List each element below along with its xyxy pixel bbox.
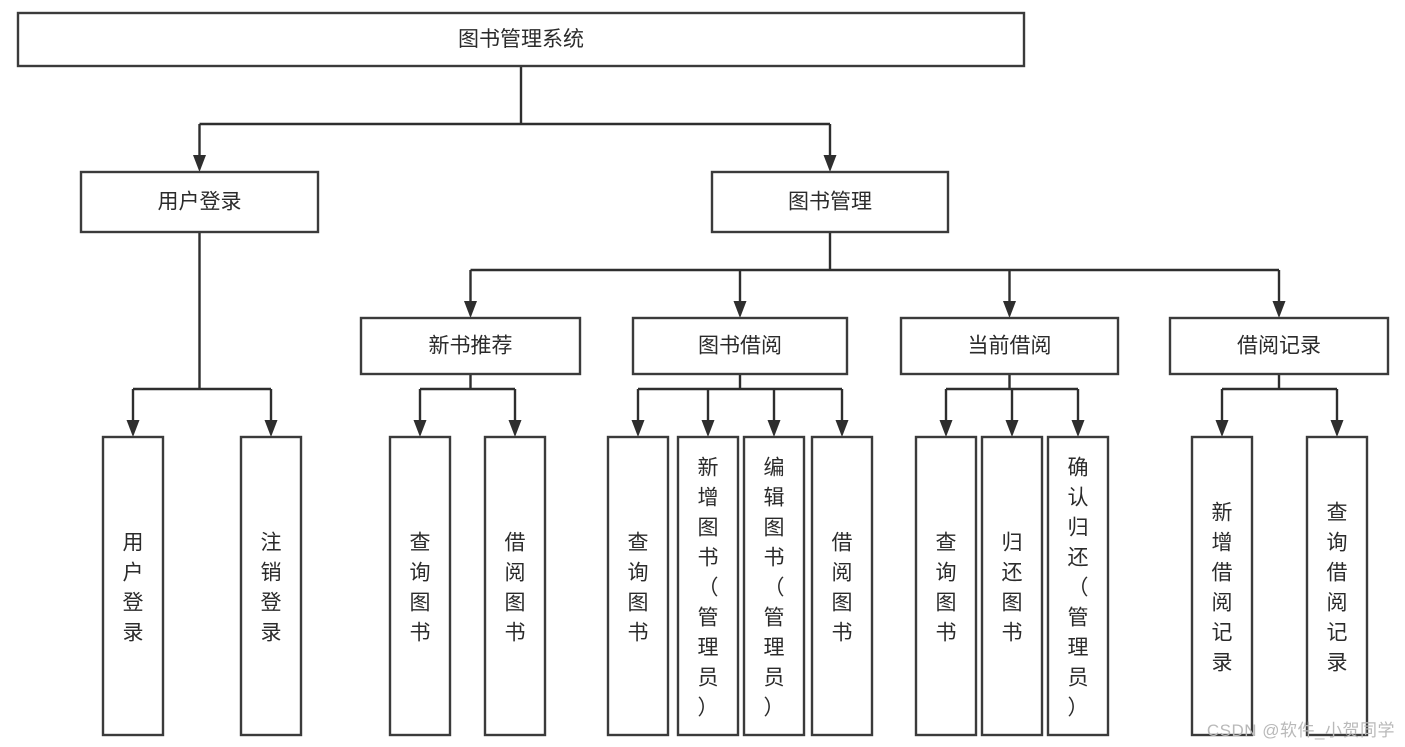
node-box (676, 435, 740, 737)
node-label: 查询图书 (936, 531, 957, 644)
node-label: 注销登录 (261, 531, 282, 644)
node-box (79, 170, 320, 234)
arrow-head-icon (823, 155, 837, 172)
node-current-borrow[interactable]: 当前借阅 (899, 316, 1120, 376)
node-label: 编辑图书（管理员） (764, 456, 785, 719)
node-box (899, 316, 1120, 376)
arrow-head-icon (1272, 301, 1286, 318)
node-borrow-record[interactable]: 借阅记录 (1168, 316, 1390, 376)
node-box (810, 435, 874, 737)
connector-group-new_book_rec (413, 374, 522, 437)
node-leaf-edit-book[interactable]: 编辑图书（管理员） (742, 435, 806, 737)
node-label: 借阅图书 (832, 531, 853, 644)
node-label: 图书借阅 (698, 335, 782, 358)
connector-group-current_borrow (939, 374, 1085, 437)
node-leaf-user-login[interactable]: 用户登录 (101, 435, 165, 737)
node-label: 查询图书 (628, 531, 649, 644)
node-box (483, 435, 547, 737)
node-leaf-query-book-c[interactable]: 查询图书 (914, 435, 978, 737)
arrow-head-icon (631, 420, 645, 437)
connector-group-root (193, 66, 837, 172)
node-box (1046, 435, 1110, 737)
node-book-borrow[interactable]: 图书借阅 (631, 316, 849, 376)
node-label: 图书管理系统 (458, 28, 584, 51)
node-label: 新增图书（管理员） (698, 456, 719, 719)
node-new-book-rec[interactable]: 新书推荐 (359, 316, 582, 376)
node-box (1305, 435, 1369, 737)
node-box (1168, 316, 1390, 376)
connector-group-book_borrow (631, 374, 849, 437)
node-label: 借阅记录 (1237, 335, 1321, 358)
node-leaf-query-record[interactable]: 查询借阅记录 (1305, 435, 1369, 737)
node-label: 借阅图书 (505, 531, 526, 644)
node-label: 用户登录 (123, 531, 144, 644)
node-label: 当前借阅 (968, 335, 1052, 358)
arrow-head-icon (264, 420, 278, 437)
node-label: 图书管理 (788, 191, 872, 214)
node-leaf-borrow-book-b[interactable]: 借阅图书 (810, 435, 874, 737)
connector-group-user_login (126, 232, 278, 437)
connector-layer (126, 66, 1344, 437)
node-layer: 图书管理系统用户登录图书管理新书推荐图书借阅当前借阅借阅记录用户登录注销登录查询… (16, 11, 1390, 737)
node-leaf-borrow-book-a[interactable]: 借阅图书 (483, 435, 547, 737)
arrow-head-icon (733, 301, 747, 318)
node-box (742, 435, 806, 737)
arrow-head-icon (1003, 301, 1016, 318)
node-label: 用户登录 (158, 191, 242, 214)
arrow-head-icon (835, 420, 849, 437)
node-leaf-query-book-b[interactable]: 查询图书 (606, 435, 670, 737)
node-box (101, 435, 165, 737)
node-label: 确认归还（管理员） (1068, 456, 1089, 719)
node-box (710, 170, 950, 234)
arrow-head-icon (126, 420, 140, 437)
node-label: 查询借阅记录 (1327, 501, 1348, 674)
node-leaf-add-book[interactable]: 新增图书（管理员） (676, 435, 740, 737)
node-leaf-logout[interactable]: 注销登录 (239, 435, 303, 737)
node-label: 新增借阅记录 (1212, 501, 1233, 674)
arrow-head-icon (508, 420, 522, 437)
node-box (388, 435, 452, 737)
connector-group-book_manage (464, 232, 1286, 318)
node-box (359, 316, 582, 376)
arrow-head-icon (1215, 420, 1229, 437)
watermark-text: CSDN @软件_小贺同学 (1206, 721, 1395, 740)
node-label: 归还图书 (1002, 531, 1023, 644)
node-book-manage[interactable]: 图书管理 (710, 170, 950, 234)
node-box (914, 435, 978, 737)
arrow-head-icon (1005, 420, 1019, 437)
node-box (1190, 435, 1254, 737)
node-leaf-query-book-a[interactable]: 查询图书 (388, 435, 452, 737)
arrow-head-icon (939, 420, 953, 437)
node-box (631, 316, 849, 376)
arrow-head-icon (413, 420, 427, 437)
connector-group-borrow_record (1215, 374, 1344, 437)
node-box (606, 435, 670, 737)
arrow-head-icon (767, 420, 781, 437)
arrow-head-icon (1330, 420, 1344, 437)
node-user-login[interactable]: 用户登录 (79, 170, 320, 234)
arrow-head-icon (1071, 420, 1085, 437)
node-label: 新书推荐 (429, 335, 513, 358)
node-box (239, 435, 303, 737)
node-box (980, 435, 1044, 737)
arrow-head-icon (464, 301, 477, 318)
node-leaf-return-book[interactable]: 归还图书 (980, 435, 1044, 737)
node-label: 查询图书 (410, 531, 431, 644)
node-leaf-confirm-return[interactable]: 确认归还（管理员） (1046, 435, 1110, 737)
node-box (16, 11, 1026, 68)
arrow-head-icon (701, 420, 715, 437)
node-root[interactable]: 图书管理系统 (16, 11, 1026, 68)
arrow-head-icon (193, 155, 206, 172)
node-leaf-add-record[interactable]: 新增借阅记录 (1190, 435, 1254, 737)
